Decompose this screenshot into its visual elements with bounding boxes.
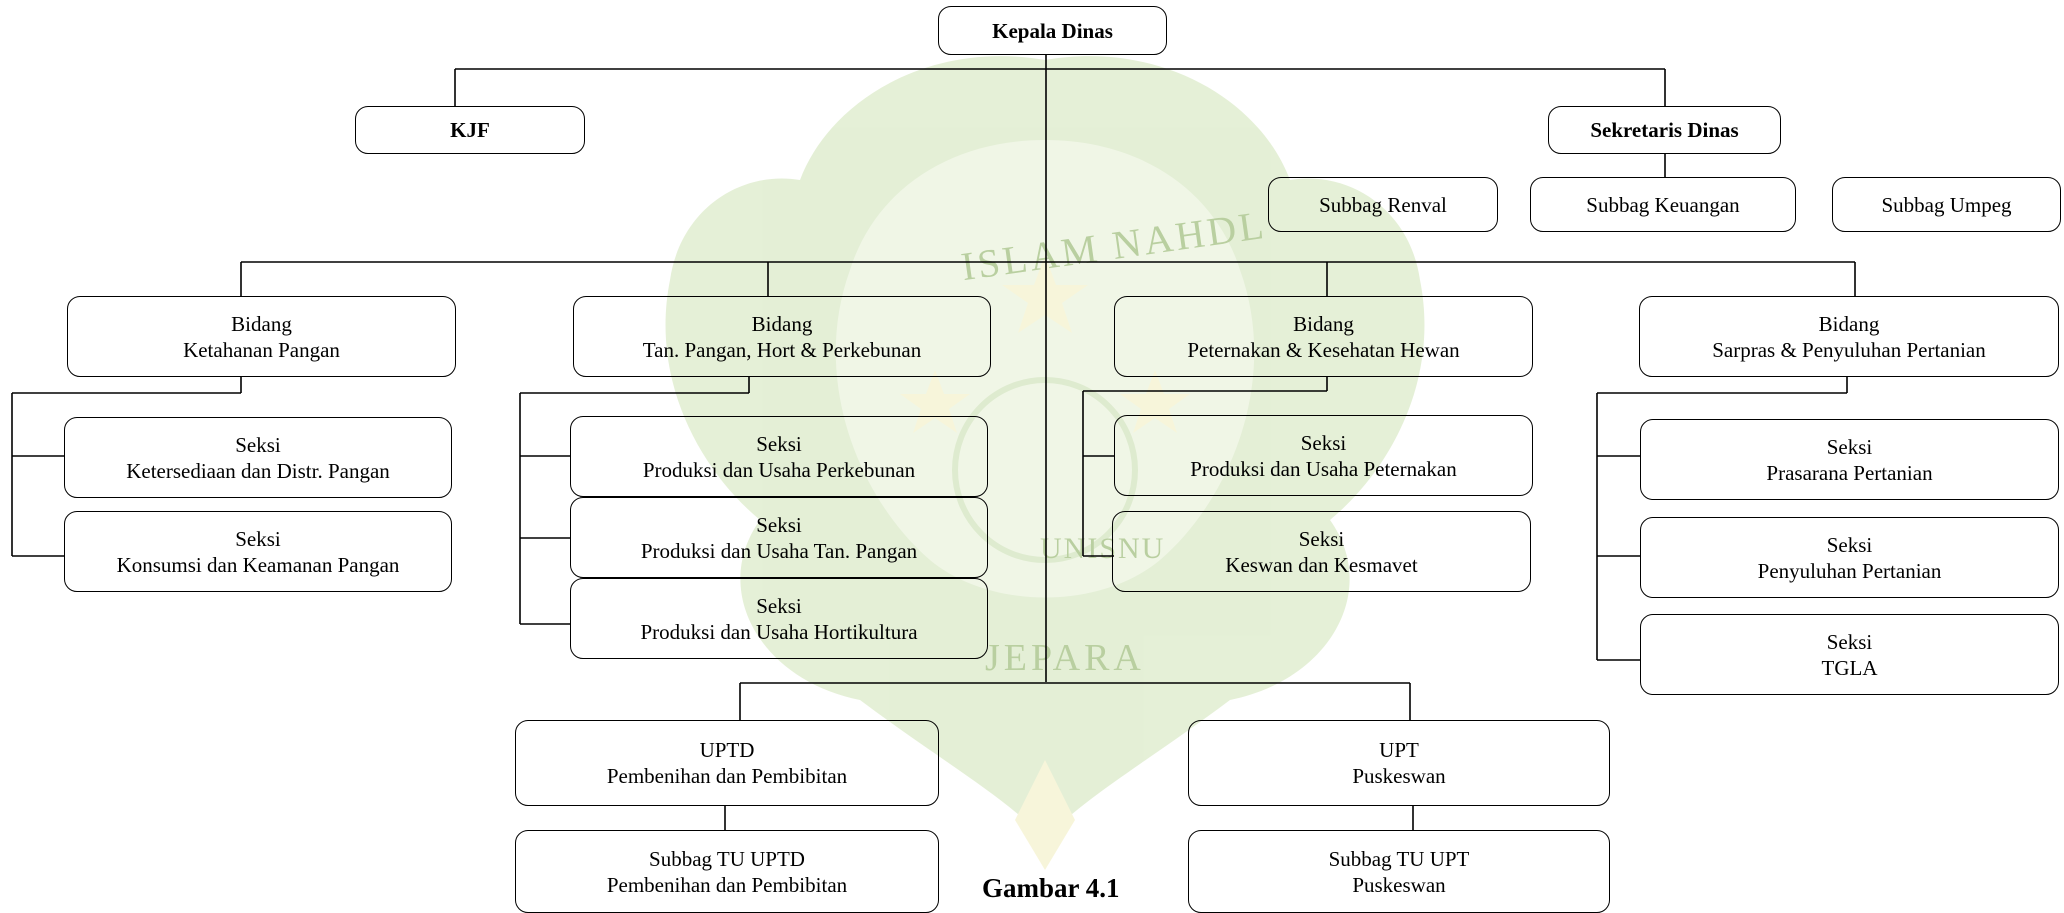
kepala-dinas-label: Kepala Dinas	[992, 18, 1113, 43]
seksi-name: Konsumsi dan Keamanan Pangan	[116, 552, 400, 577]
seksi-box: Seksi Produksi dan Usaha Tan. Pangan	[570, 497, 988, 578]
bidang-name: Sarpras & Penyuluhan Pertanian	[1712, 337, 1986, 362]
seksi-name: TGLA	[1821, 655, 1878, 680]
subbag-umpeg-box: Subbag Umpeg	[1832, 177, 2061, 232]
uptd-title: UPTD	[699, 738, 755, 762]
seksi-box: Seksi Produksi dan Usaha Perkebunan	[570, 416, 988, 497]
seksi-title: Seksi	[756, 431, 802, 456]
seksi-title: Seksi	[1826, 434, 1873, 459]
subbag-tu-upt-title: Subbag TU UPT	[1328, 846, 1470, 871]
kjf-label: KJF	[450, 118, 490, 142]
seksi-title: Seksi	[235, 526, 281, 551]
subbag-tu-upt-name: Puskeswan	[1352, 872, 1446, 897]
seksi-box: Seksi Konsumsi dan Keamanan Pangan	[64, 511, 452, 592]
upt-title: UPT	[1379, 738, 1419, 762]
bidang-title: Bidang	[1293, 311, 1354, 336]
seksi-name: Produksi dan Usaha Tan. Pangan	[640, 538, 918, 563]
seksi-box: Seksi Produksi dan Usaha Peternakan	[1114, 415, 1533, 496]
seksi-title: Seksi	[235, 432, 281, 457]
subbag-tu-uptd-name: Pembenihan dan Pembibitan	[606, 872, 848, 897]
bidang-box: Bidang Ketahanan Pangan	[67, 296, 456, 377]
subbag-keuangan-label: Subbag Keuangan	[1586, 192, 1740, 217]
subbag-keuangan-box: Subbag Keuangan	[1530, 177, 1796, 232]
seksi-title: Seksi	[1300, 430, 1347, 455]
seksi-title: Seksi	[1826, 532, 1873, 557]
seksi-name: Produksi dan Usaha Hortikultura	[640, 619, 918, 644]
seksi-box: Seksi Keswan dan Kesmavet	[1112, 511, 1531, 592]
seksi-title: Seksi	[756, 593, 802, 618]
bidang-title: Bidang	[1818, 311, 1880, 336]
subbag-umpeg-label: Subbag Umpeg	[1881, 192, 2012, 217]
upt-name: Puskeswan	[1352, 764, 1446, 788]
seksi-name: Penyuluhan Pertanian	[1757, 558, 1942, 583]
seksi-box: Seksi Prasarana Pertanian	[1640, 419, 2059, 500]
bidang-title: Bidang	[231, 311, 292, 336]
seksi-name: Ketersediaan dan Distr. Pangan	[126, 458, 390, 483]
seksi-box: Seksi Produksi dan Usaha Hortikultura	[570, 578, 988, 659]
seksi-title: Seksi	[1826, 629, 1873, 654]
bidang-box: Bidang Peternakan & Kesehatan Hewan	[1114, 296, 1533, 377]
seksi-name: Produksi dan Usaha Peternakan	[1190, 456, 1457, 481]
bidang-box: Bidang Sarpras & Penyuluhan Pertanian	[1639, 296, 2059, 377]
uptd-box: UPTD Pembenihan dan Pembibitan	[515, 720, 939, 806]
subbag-renval-label: Subbag Renval	[1319, 192, 1447, 217]
seksi-box: Seksi Penyuluhan Pertanian	[1640, 517, 2059, 598]
bidang-title: Bidang	[751, 311, 813, 336]
upt-box: UPT Puskeswan	[1188, 720, 1610, 806]
bidang-name: Ketahanan Pangan	[183, 337, 340, 362]
watermark-text-bottom: JEPARA	[985, 637, 1145, 679]
seksi-title: Seksi	[756, 512, 802, 537]
sekretaris-dinas-label: Sekretaris Dinas	[1590, 118, 1739, 142]
seksi-name: Produksi dan Usaha Perkebunan	[642, 457, 916, 482]
subbag-renval-box: Subbag Renval	[1268, 177, 1498, 232]
bidang-name: Tan. Pangan, Hort & Perkebunan	[642, 337, 922, 362]
bidang-name: Peternakan & Kesehatan Hewan	[1187, 337, 1460, 362]
subbag-tu-uptd-box: Subbag TU UPTD Pembenihan dan Pembibitan	[515, 830, 939, 913]
sekretaris-dinas-box: Sekretaris Dinas	[1548, 106, 1781, 154]
seksi-box: Seksi TGLA	[1640, 614, 2059, 695]
kjf-box: KJF	[355, 106, 585, 154]
bidang-box: Bidang Tan. Pangan, Hort & Perkebunan	[573, 296, 991, 377]
subbag-tu-upt-box: Subbag TU UPT Puskeswan	[1188, 830, 1610, 913]
seksi-name: Keswan dan Kesmavet	[1225, 552, 1418, 577]
subbag-tu-uptd-title: Subbag TU UPTD	[649, 846, 805, 871]
uptd-name: Pembenihan dan Pembibitan	[606, 764, 848, 788]
seksi-box: Seksi Ketersediaan dan Distr. Pangan	[64, 417, 452, 498]
kepala-dinas-box: Kepala Dinas	[938, 6, 1167, 55]
seksi-title: Seksi	[1298, 526, 1345, 551]
watermark-text-middle: UNISNU	[1040, 532, 1166, 565]
figure-caption: Gambar 4.1	[982, 873, 1120, 903]
seksi-name: Prasarana Pertanian	[1766, 460, 1933, 485]
